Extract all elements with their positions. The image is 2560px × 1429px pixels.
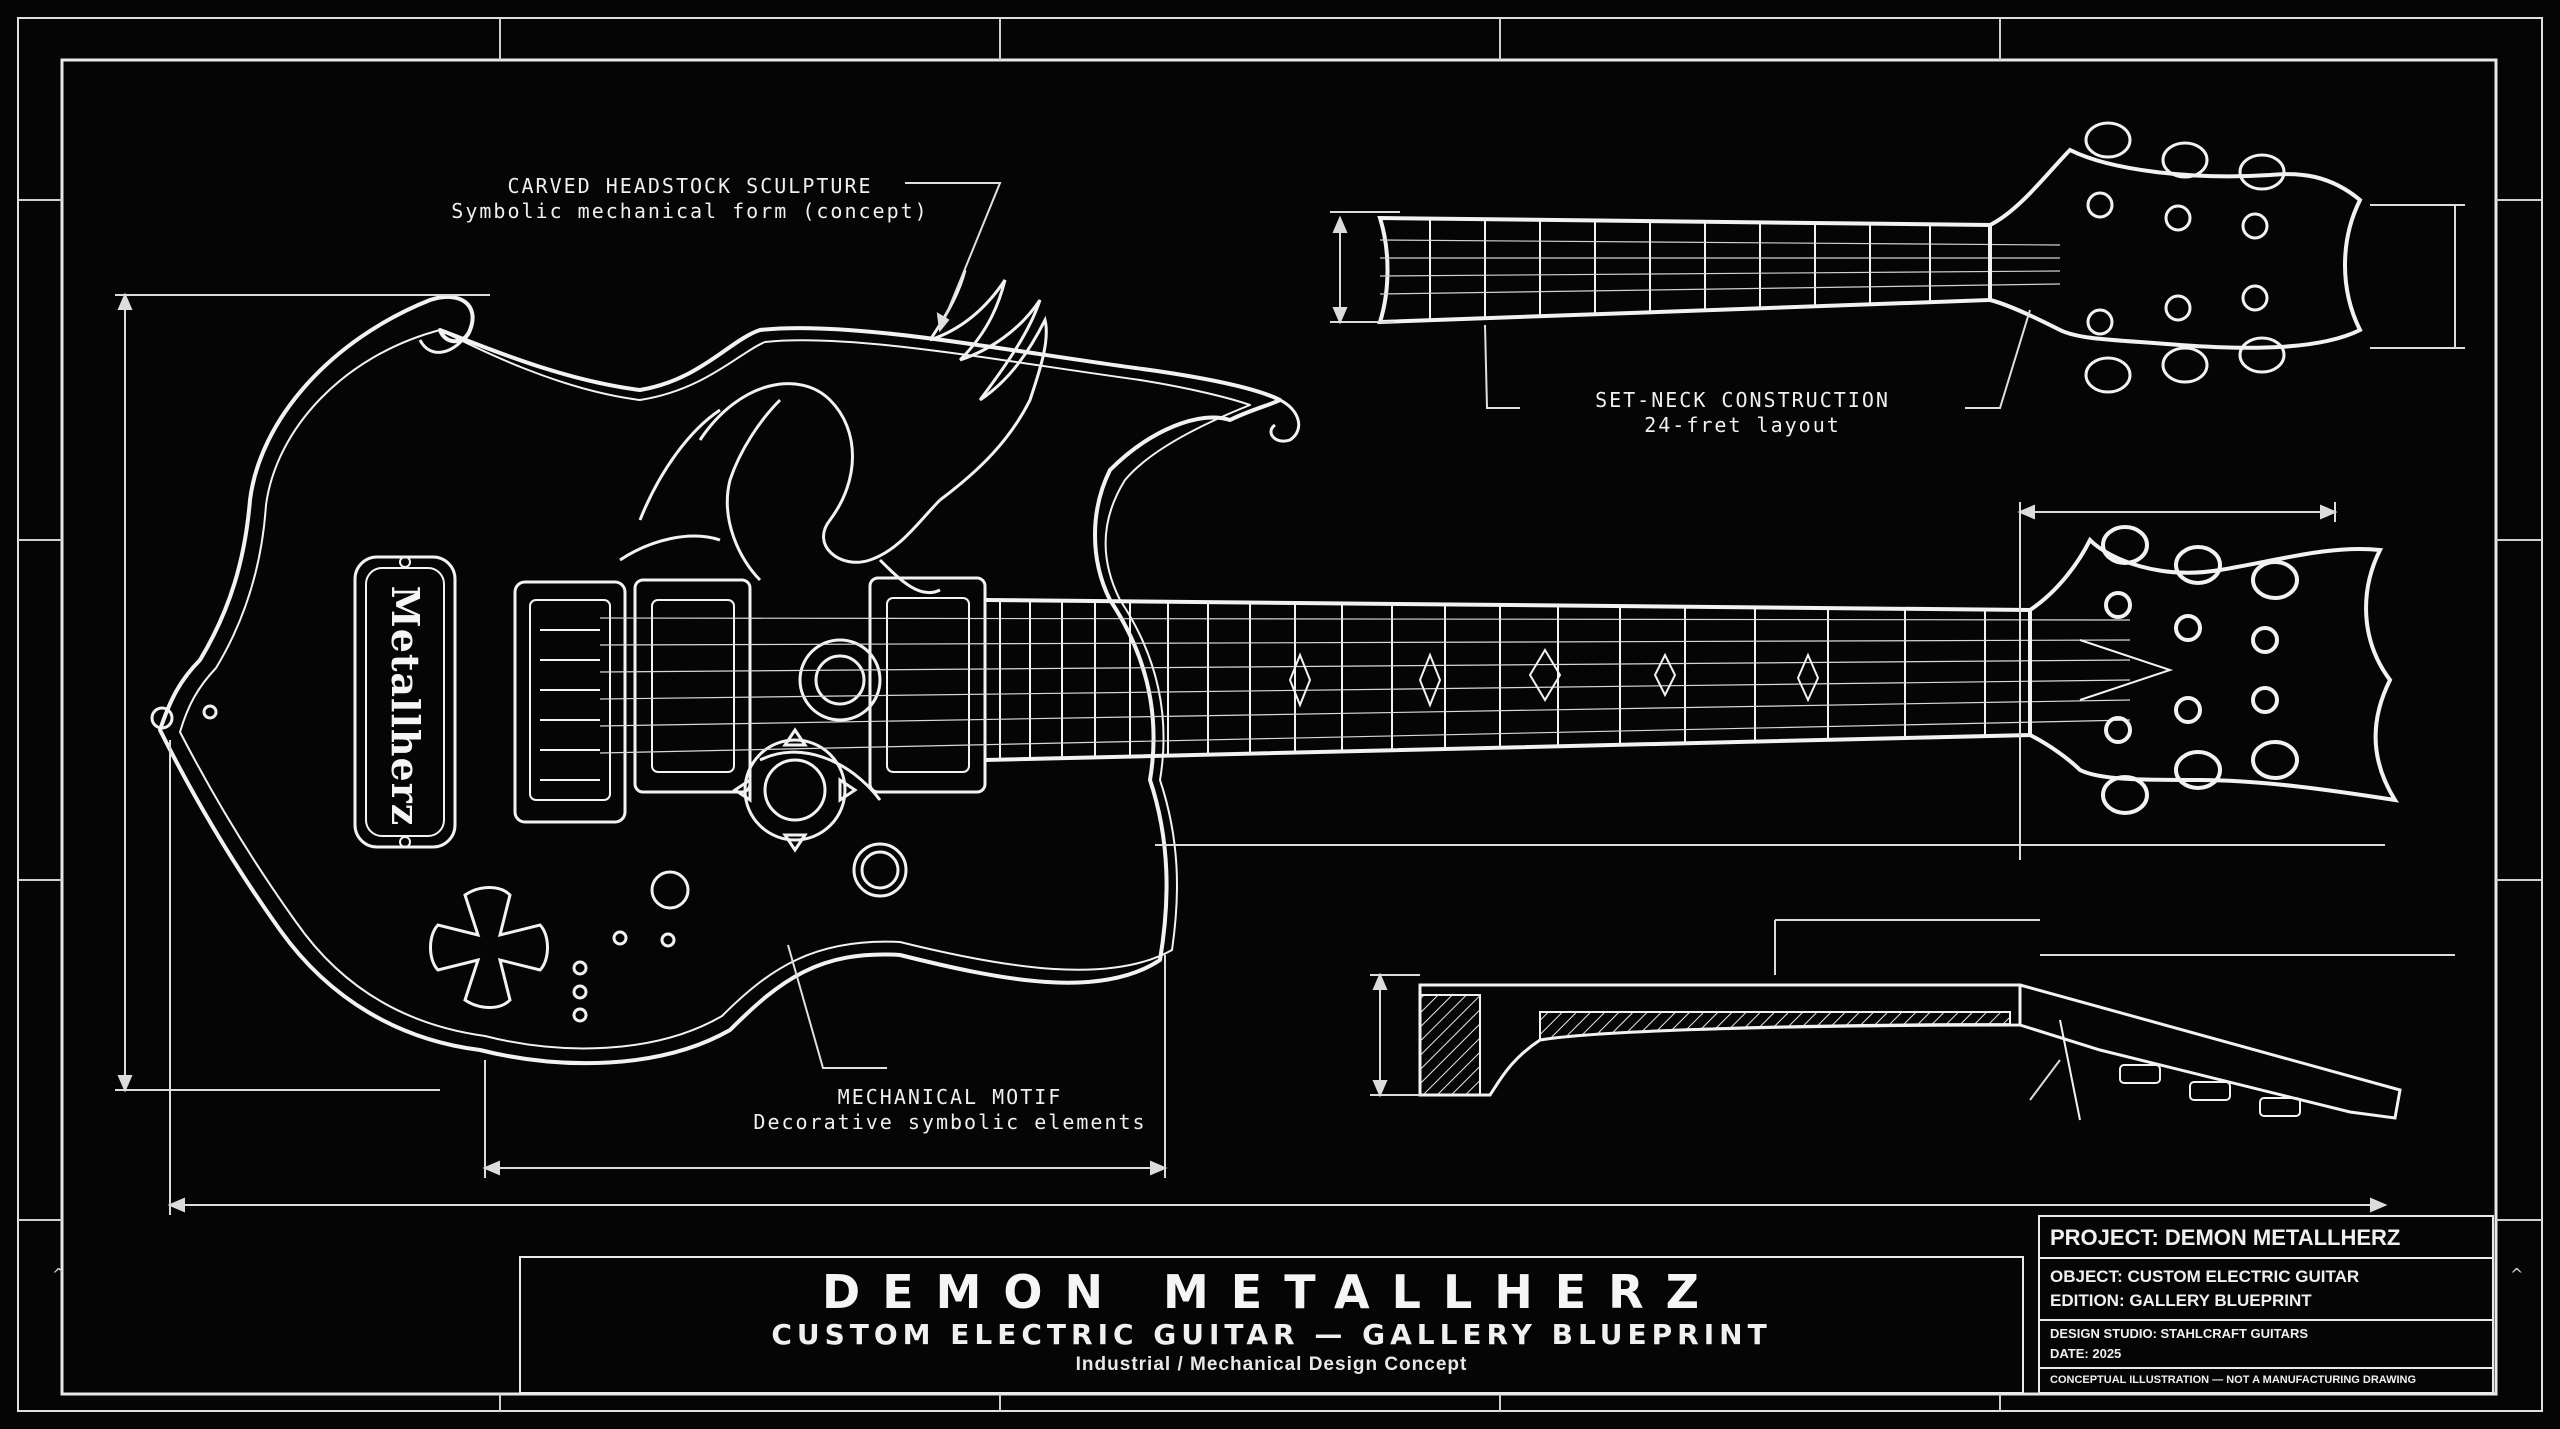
main-strings: [599, 617, 2131, 754]
title-block: DEMON METALLHERZ CUSTOM ELECTRIC GUITAR …: [519, 1256, 2024, 1394]
neck-pickup: [868, 576, 987, 794]
outer-frame: [17, 17, 2543, 1412]
iron-cross-emblem: [429, 886, 549, 1009]
info-edition: EDITION: GALLERY BLUEPRINT: [2050, 1291, 2312, 1310]
info-object-edition: OBJECT: CUSTOM ELECTRIC GUITAR EDITION: …: [2040, 1259, 2492, 1321]
gear-emblem: [732, 727, 858, 853]
drawing-title: DEMON METALLHERZ: [822, 1265, 1721, 1319]
mechanical-motif-title: MECHANICAL MOTIF: [837, 1085, 1063, 1109]
main-frets: [999, 600, 2031, 760]
edge-marker-right: ^: [2510, 1265, 2524, 1284]
main-headstock: [2028, 525, 2400, 815]
top-neck-view: [1377, 121, 2363, 394]
dragon-sculpture: [619, 269, 1048, 801]
body-nameplate: [353, 555, 457, 849]
info-note: CONCEPTUAL ILLUSTRATION — NOT A MANUFACT…: [2050, 1374, 2417, 1386]
set-neck-subtitle: 24-fret layout: [1644, 413, 1841, 437]
drawing-subtitle: CUSTOM ELECTRIC GUITAR — GALLERY BLUEPRI…: [771, 1318, 1772, 1351]
info-studio-date: DESIGN STUDIO: STAHLCRAFT GUITARS DATE: …: [2040, 1321, 2492, 1369]
frame-ticks: [18, 18, 2542, 1411]
headstock-sculpture-subtitle: Symbolic mechanical form (concept): [451, 199, 929, 223]
mechanical-motif-subtitle: Decorative symbolic elements: [753, 1110, 1147, 1134]
info-project: PROJECT: DEMON METALLHERZ: [2040, 1217, 2492, 1259]
mechanical-motif-annotation: MECHANICAL MOTIF Decorative symbolic ele…: [730, 1085, 1170, 1135]
info-block: PROJECT: DEMON METALLHERZ OBJECT: CUSTOM…: [2038, 1215, 2494, 1394]
dimension-lines: [115, 204, 2465, 1215]
headstock-sculpture-title: CARVED HEADSTOCK SCULPTURE: [507, 174, 873, 198]
nameplate-text: Metallherz: [383, 585, 428, 827]
headstock-sculpture-annotation: CARVED HEADSTOCK SCULPTURE Symbolic mech…: [440, 174, 940, 224]
body-details: [150, 329, 1301, 1023]
drawing-tagline: Industrial / Mechanical Design Concept: [1075, 1354, 1468, 1375]
info-object: OBJECT: CUSTOM ELECTRIC GUITAR: [2050, 1267, 2360, 1286]
fret-inlays: [1288, 648, 1820, 708]
leader-lines: [787, 182, 2031, 1069]
info-studio: DESIGN STUDIO: STAHLCRAFT GUITARS: [2050, 1326, 2309, 1341]
set-neck-annotation: SET-NECK CONSTRUCTION 24-fret layout: [1520, 388, 1965, 438]
body-binding: [179, 329, 1251, 1050]
inner-frame: [60, 58, 2498, 1396]
bridge-assembly: [513, 580, 627, 824]
main-neck: [599, 598, 2131, 762]
side-profile-view: [1418, 983, 2402, 1121]
bridge-pickup: [633, 578, 752, 794]
info-date: DATE: 2025: [2050, 1346, 2122, 1361]
edge-marker-left: ^: [52, 1265, 66, 1284]
set-neck-title: SET-NECK CONSTRUCTION: [1595, 388, 1890, 412]
